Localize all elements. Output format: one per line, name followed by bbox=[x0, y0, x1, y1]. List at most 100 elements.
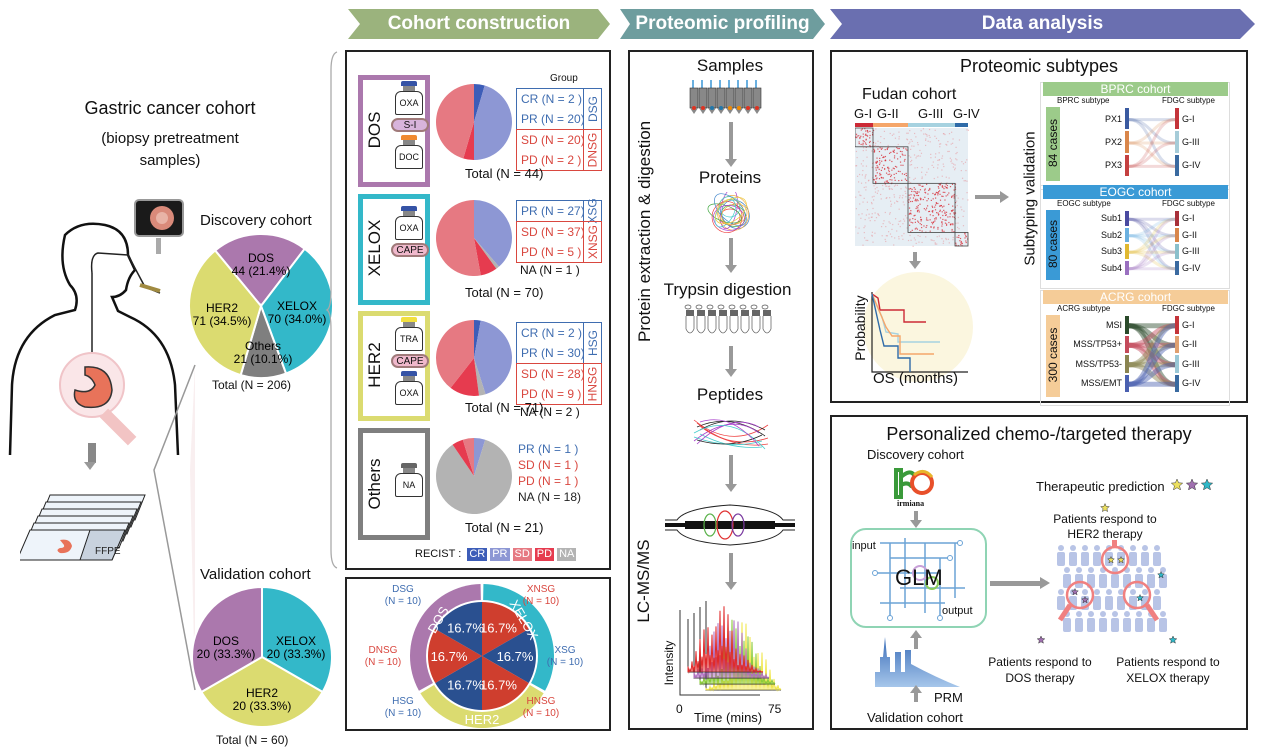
sankey-left-node bbox=[1125, 355, 1129, 373]
patient-crowd-icon bbox=[1057, 540, 1167, 632]
arrow-lc-ms bbox=[725, 553, 737, 590]
sankey-left-label: PX1 bbox=[1104, 113, 1122, 124]
sankey-left-label: PX3 bbox=[1104, 160, 1122, 171]
star-icon bbox=[1136, 593, 1144, 602]
xelox-response-pie bbox=[436, 200, 512, 276]
pie-slice-xelox bbox=[261, 585, 333, 694]
arrow-head-right bbox=[1000, 191, 1009, 203]
ms-x0: 0 bbox=[676, 702, 683, 716]
discovery-cohort-label-2: Discovery cohort bbox=[867, 447, 964, 462]
sankey-right-label: G-III bbox=[1182, 246, 1200, 257]
segment-dsg bbox=[435, 602, 482, 656]
group-row: PD (N = 2 ) bbox=[521, 153, 582, 167]
group-tag: XSG bbox=[585, 198, 600, 224]
pie-value-xelox: 70 (34.0%) bbox=[268, 312, 327, 326]
her2-response-label-1: Patients respond to bbox=[1053, 512, 1157, 526]
sankey-left-label: Sub1 bbox=[1100, 213, 1122, 224]
neural-circuit-icon bbox=[872, 538, 965, 621]
others-row: PD (N = 1 ) bbox=[518, 474, 579, 488]
km-curve bbox=[871, 293, 911, 372]
pie-slice-na bbox=[474, 238, 500, 269]
group-row: PR (N = 20) bbox=[521, 112, 585, 126]
sankey-left-node bbox=[1125, 374, 1129, 392]
header-analysis-label: Data analysis bbox=[981, 13, 1104, 34]
vial-tra-icon: TRA bbox=[395, 317, 423, 351]
sankey-left-label: MSS/TP53+ bbox=[1073, 339, 1122, 350]
vgroup-n: (N = 10) bbox=[384, 708, 422, 719]
vgroup-name: XSG bbox=[554, 645, 576, 656]
lc-column-icon bbox=[665, 504, 795, 546]
sankey-flows bbox=[1129, 217, 1175, 271]
km-survival-plot bbox=[863, 272, 973, 382]
prediction-stars-icon bbox=[1170, 478, 1214, 491]
discovery-total: Total (N = 206) bbox=[212, 378, 292, 392]
star-icon bbox=[1157, 570, 1165, 579]
segment-pct: 16.7% bbox=[447, 620, 484, 635]
vgroup-name: DNSG bbox=[368, 645, 398, 656]
segment-dnsg bbox=[428, 629, 482, 683]
segment-xnsg bbox=[482, 602, 529, 656]
header-cohort-construction: Cohort construction bbox=[348, 9, 610, 39]
subtyping-validation-label: Subtyping validation bbox=[1021, 131, 1039, 266]
consensus-heatmap bbox=[855, 123, 970, 247]
step-peptides: Peptides bbox=[696, 385, 764, 404]
bracket-line bbox=[325, 51, 338, 569]
xelox-response-label-1: Patients respond to bbox=[1116, 655, 1220, 669]
vgroup-n: (N = 10) bbox=[522, 596, 560, 607]
stomach-icon bbox=[73, 366, 113, 409]
sankey-left-label: Sub2 bbox=[1100, 229, 1122, 240]
sankey-right-node bbox=[1175, 355, 1179, 373]
pie-value-dos: 44 (21.4%) bbox=[232, 264, 291, 278]
ring-label-her2: HER2 bbox=[465, 712, 500, 727]
arrow-samples-proteins bbox=[725, 122, 737, 167]
prm-skyline-icon bbox=[875, 637, 960, 687]
dos-response-label-1: Patients respond to bbox=[988, 655, 1092, 669]
g-label: G-III bbox=[918, 106, 944, 121]
segment-xsg bbox=[482, 629, 536, 683]
validation-total: Total (N = 60) bbox=[216, 733, 289, 747]
pie-slice-sd bbox=[436, 84, 474, 159]
segment-pct: 16.7% bbox=[480, 678, 517, 693]
sankey-cases-label: 84 cases bbox=[1046, 118, 1060, 168]
vial-oxa-icon: OXA bbox=[395, 206, 423, 240]
vgroup-n: (N = 10) bbox=[384, 596, 422, 607]
vgroup-label-dnsg: DNSG(N = 10) bbox=[358, 645, 408, 669]
sankey-left-node bbox=[1125, 154, 1129, 176]
group-row: PR (N = 27) bbox=[521, 204, 585, 218]
ms-xlabel: Time (mins) bbox=[694, 710, 763, 725]
group-tag: DSG bbox=[585, 95, 600, 123]
sankey-right-label: G-II bbox=[1182, 229, 1197, 240]
prm-label: PRM bbox=[934, 690, 963, 705]
sankey-left-label: MSS/EMT bbox=[1080, 378, 1122, 389]
pie-slice-pd bbox=[452, 439, 474, 476]
sankey-left-node bbox=[1125, 211, 1129, 226]
pill-cape-icon: CAPE bbox=[391, 243, 429, 257]
sankey-right-node bbox=[1175, 335, 1179, 353]
others-row: PR (N = 1 ) bbox=[518, 442, 579, 456]
magnifier-icon bbox=[1065, 580, 1095, 610]
sankey-right-label: G-I bbox=[1182, 213, 1195, 224]
header-proteomic-profiling: Proteomic profiling bbox=[620, 9, 825, 39]
xelox-total: Total (N = 70) bbox=[465, 285, 544, 300]
star-icon bbox=[1107, 555, 1115, 564]
segment-pct: 16.7% bbox=[447, 678, 484, 693]
sankey-left-node bbox=[1125, 260, 1129, 275]
star-icon bbox=[1168, 635, 1178, 644]
firmiana-logo-icon bbox=[894, 468, 934, 499]
segment-hsg bbox=[435, 656, 482, 710]
header-data-analysis: Data analysis bbox=[830, 9, 1255, 39]
recist-swatch-pr: PR bbox=[490, 548, 510, 561]
segment-pct: 16.7% bbox=[480, 620, 517, 635]
protein-tangle-icon bbox=[707, 192, 750, 233]
group-hnsg-box: SD (N = 28)PD (N = 9 )HNSG bbox=[516, 363, 602, 405]
sankey-left-title: ACRG subtype bbox=[1057, 304, 1111, 313]
ms-spectrum-chart bbox=[679, 601, 782, 696]
protein-extraction-label: Protein extraction & digestion bbox=[635, 120, 654, 342]
pie-slice-xelox bbox=[259, 247, 334, 375]
validation-groups-donut: 16.7%16.7%16.7%16.7%16.7%16.7%XELOXHER2D… bbox=[410, 584, 554, 728]
sankey-left-label: PX2 bbox=[1104, 137, 1122, 147]
vial-na-icon: NA bbox=[395, 463, 423, 497]
group-tag: HSG bbox=[585, 329, 600, 357]
